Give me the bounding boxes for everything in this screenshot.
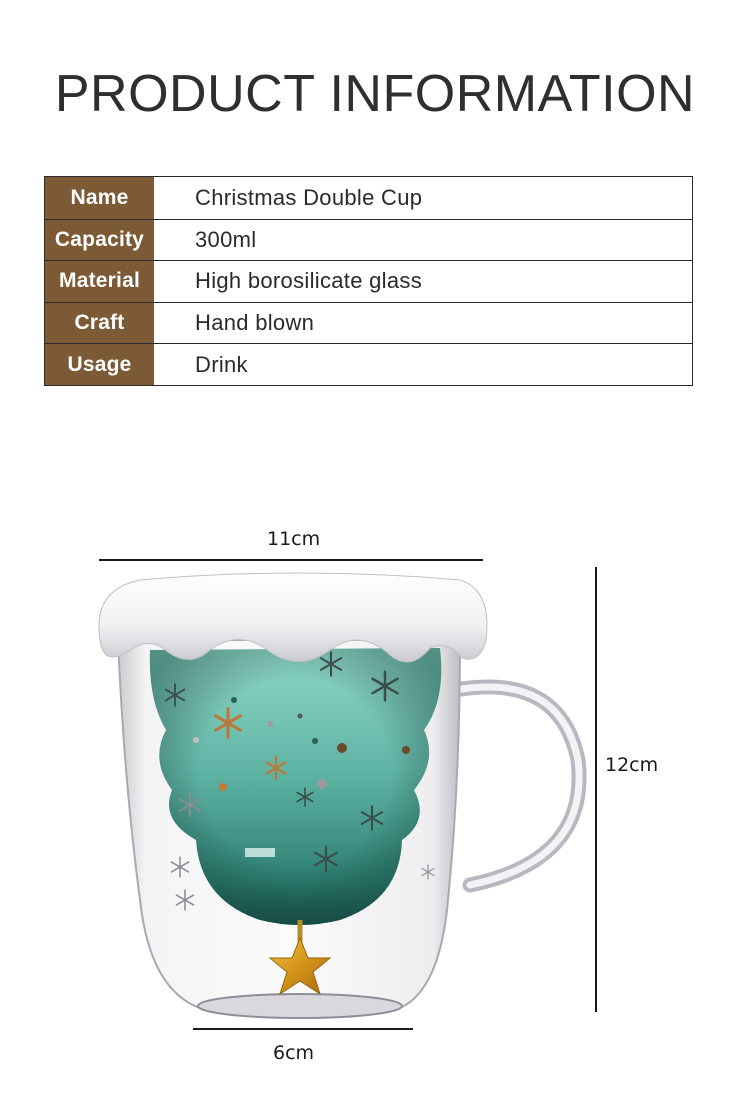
spec-label: Name xyxy=(45,177,154,219)
spec-value: 300ml xyxy=(195,226,257,252)
page-title: PRODUCT INFORMATION xyxy=(54,65,696,123)
product-spec-table: Name Christmas Double Cup Capacity 300ml… xyxy=(44,176,693,386)
width-bottom-line xyxy=(193,1028,413,1030)
height-label: 12cm xyxy=(605,754,659,776)
spec-label: Craft xyxy=(45,302,154,344)
width-bottom-label: 6cm xyxy=(273,1042,315,1064)
spec-value: Christmas Double Cup xyxy=(195,184,423,210)
spec-value: High borosilicate glass xyxy=(195,268,423,294)
spec-row-capacity: Capacity 300ml xyxy=(45,218,692,261)
spec-label: Usage xyxy=(45,344,154,385)
spec-row-material: Material High borosilicate glass xyxy=(45,260,692,302)
spec-row-name: Name Christmas Double Cup xyxy=(45,177,692,219)
spec-value: Drink xyxy=(195,351,248,377)
product-image-christmas-mug xyxy=(98,572,587,1019)
height-line xyxy=(595,567,597,1012)
width-top-line xyxy=(99,559,483,561)
width-top-label: 11cm xyxy=(267,528,321,550)
spec-row-usage: Usage Drink xyxy=(45,343,692,385)
spec-row-craft: Craft Hand blown xyxy=(45,301,692,344)
spec-value: Hand blown xyxy=(195,310,315,336)
spec-label: Capacity xyxy=(45,219,154,261)
spec-label: Material xyxy=(45,261,154,302)
